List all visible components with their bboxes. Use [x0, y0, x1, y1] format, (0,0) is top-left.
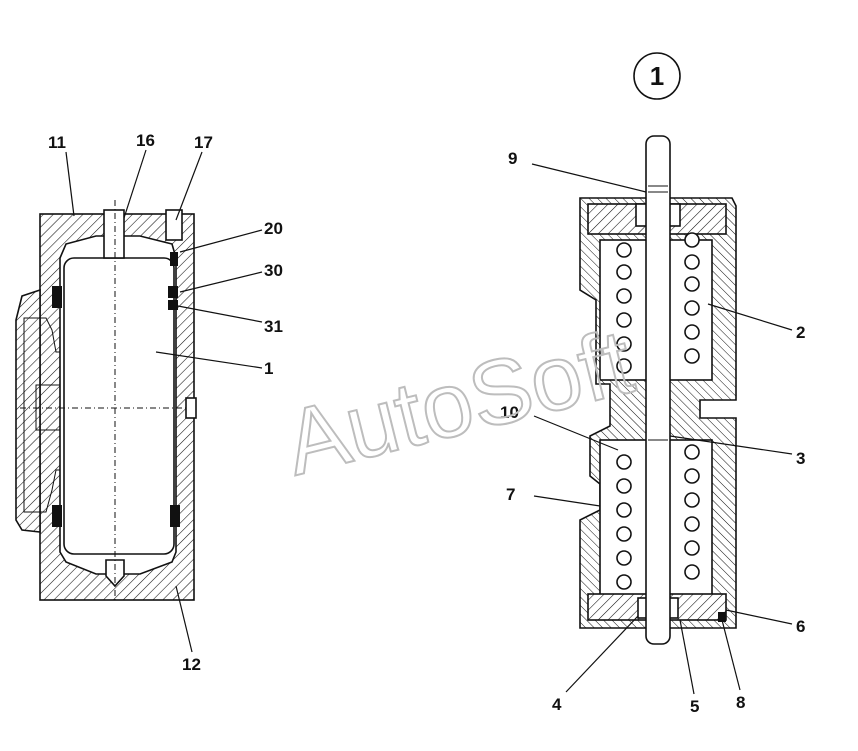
callout-20: 20 [264, 219, 283, 238]
callout-6: 6 [796, 617, 805, 636]
callout-30: 30 [264, 261, 283, 280]
seal-31 [168, 300, 178, 310]
callout-1: 1 [264, 359, 273, 378]
callout-9: 9 [508, 149, 517, 168]
callout-10: 10 [500, 403, 519, 422]
figure-badge: 1 [633, 52, 681, 100]
callouts: 11 16 17 20 30 31 1 12 9 2 10 3 7 6 4 5 … [48, 131, 805, 716]
spring-assembly [579, 135, 737, 645]
callout-16: 16 [136, 131, 155, 150]
side-flange [15, 288, 41, 533]
seal-30 [168, 286, 178, 298]
callout-7: 7 [506, 485, 515, 504]
shaft [645, 135, 671, 645]
side-stub [185, 397, 197, 419]
port-16 [103, 209, 125, 259]
seal-left-top [52, 286, 62, 308]
callout-31: 31 [264, 317, 283, 336]
leader-lines [65, 149, 793, 695]
callout-8: 8 [736, 693, 745, 712]
seal-right-bottom [170, 505, 180, 527]
bleed-screw-17 [165, 209, 183, 241]
piston [63, 257, 175, 555]
watermark-text: AutoSoft [275, 311, 642, 495]
upper-spring [616, 232, 700, 374]
callout-2: 2 [796, 323, 805, 342]
callout-3: 3 [796, 449, 805, 468]
seal-left-bottom [52, 505, 62, 527]
seal-20 [170, 252, 178, 266]
callout-11: 11 [48, 133, 66, 152]
callout-4: 4 [552, 695, 562, 714]
lower-spring [616, 444, 700, 590]
callout-5: 5 [690, 697, 699, 716]
cylinder-assembly [15, 200, 197, 601]
screw-8 [718, 612, 726, 622]
callout-17: 17 [194, 133, 213, 152]
figure-badge-number: 1 [650, 61, 664, 91]
callout-12: 12 [182, 655, 201, 674]
